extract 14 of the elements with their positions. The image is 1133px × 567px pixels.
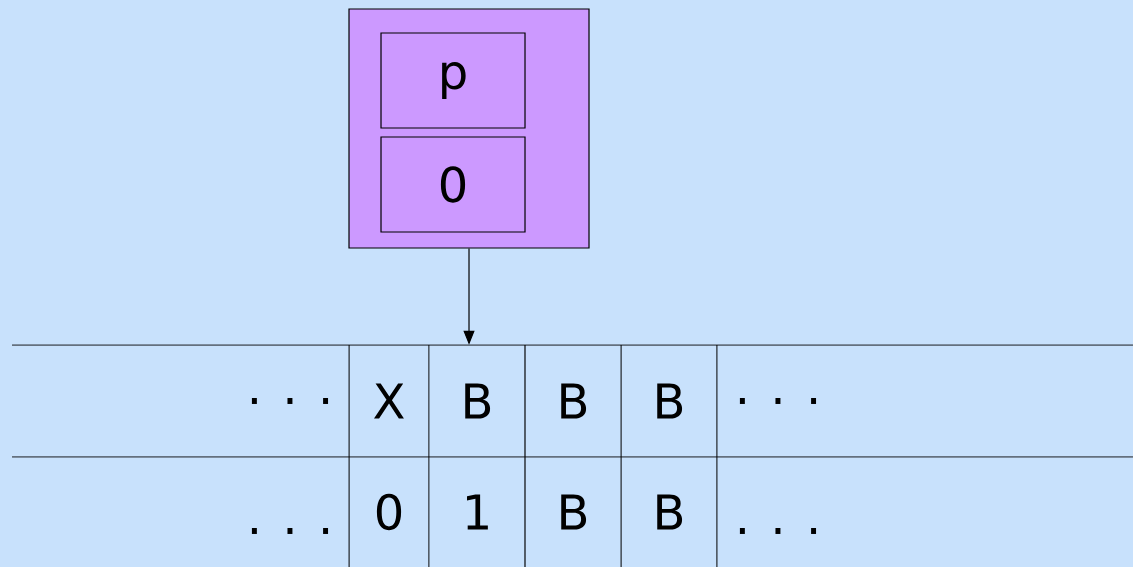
ellipsis: . . . xyxy=(251,528,329,534)
tape-cell: B xyxy=(657,383,683,419)
state-box: 0 xyxy=(380,136,526,233)
tape-cell: B xyxy=(657,494,683,530)
tape-cell: X xyxy=(374,383,404,419)
ellipsis: . . . xyxy=(739,398,817,404)
tape-cell: B xyxy=(561,494,587,530)
ellipsis: . . . xyxy=(251,398,329,404)
ellipsis: . . . xyxy=(739,528,817,534)
tape-cell: 1 xyxy=(467,494,488,530)
tape-cell: 0 xyxy=(376,493,402,531)
state-box: p xyxy=(380,32,526,129)
tape-cell: B xyxy=(561,383,587,419)
tape-cell: B xyxy=(465,383,491,419)
